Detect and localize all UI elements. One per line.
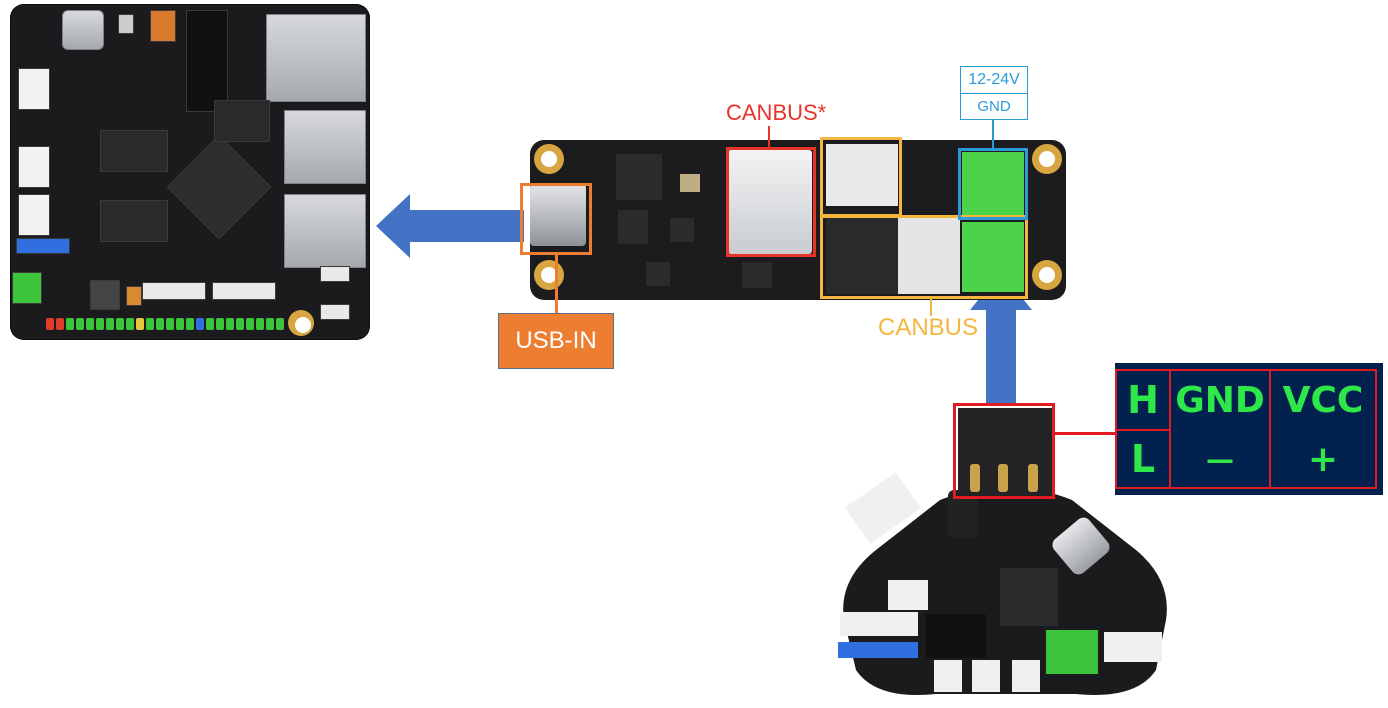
gpio-pin-row	[46, 318, 286, 330]
controller-chip	[616, 154, 662, 200]
canbus-leader-line	[930, 296, 932, 316]
green-terminal	[12, 272, 42, 304]
orange-cap	[126, 286, 142, 306]
usb-in-highlight	[520, 183, 592, 255]
mount-hole-tl	[534, 144, 564, 174]
small-chip-3	[742, 262, 772, 288]
power-terminal-highlight	[958, 148, 1028, 220]
pinout-leader-line	[1055, 432, 1117, 435]
toolhead-green-terminal	[1046, 630, 1098, 674]
usb-in-label-box: USB-IN	[498, 313, 614, 369]
usb-a-port	[728, 150, 812, 254]
pinout-minus: —	[1206, 442, 1234, 476]
toolhead-connector-5	[972, 660, 1000, 692]
power-gnd-label: GND	[977, 98, 1011, 115]
white-header-4	[320, 304, 350, 320]
regulator-chip	[618, 210, 648, 244]
adapter-board-image	[530, 140, 1066, 300]
power-voltage-label: 12-24V	[961, 67, 1027, 94]
toolhead-connector-4	[934, 660, 962, 692]
power-label-box: 12-24V GND	[960, 66, 1028, 120]
arrow-up	[970, 272, 1032, 406]
usb-c-input-port	[530, 184, 586, 246]
canbus-label: CANBUS	[878, 314, 979, 341]
usb-c-port	[62, 10, 104, 50]
can-pin-1	[970, 464, 980, 492]
toolhead-chip	[1000, 568, 1058, 626]
ram-chip-3	[214, 100, 270, 142]
ethernet-port	[266, 14, 366, 102]
usb-port-2	[284, 194, 366, 268]
mount-hole-bl	[534, 260, 564, 290]
m2-slot	[186, 10, 228, 112]
toolhead-connector-3	[840, 612, 918, 636]
can-pin-2	[998, 464, 1008, 492]
small-chip-2	[646, 262, 670, 286]
toolhead-board-image	[836, 472, 1176, 700]
power-terminal	[962, 152, 1024, 216]
ram-chip-2	[100, 200, 168, 242]
toolhead-connector-2	[888, 580, 928, 610]
toolhead-can-highlight	[953, 403, 1055, 499]
usb-port-1	[284, 110, 366, 184]
arrow-left	[376, 194, 524, 258]
toolhead-blue-header	[838, 642, 918, 658]
usb-in-leader-line	[555, 255, 558, 313]
toolhead-header-black	[926, 614, 986, 658]
can-terminal	[962, 222, 1024, 292]
orange-connector	[150, 10, 176, 42]
pinout-plus: +	[1307, 438, 1339, 480]
mount-hole-host	[288, 310, 314, 336]
canbus-star-label: CANBUS*	[726, 100, 827, 125]
canbus-star-highlight	[726, 147, 816, 257]
pinout-table: H L GND — VCC +	[1115, 363, 1383, 495]
pinout-gnd: GND	[1175, 379, 1265, 421]
inductor	[90, 280, 120, 310]
blue-header	[16, 238, 70, 254]
can-connector-top	[826, 144, 898, 206]
can-connector-bottom	[826, 216, 898, 294]
mount-hole-br	[1032, 260, 1062, 290]
toolhead-connector-6	[1012, 660, 1040, 692]
toolhead-connector-7	[1104, 632, 1162, 662]
canbus-star-leader-line	[768, 126, 770, 148]
toolhead-can-connector	[958, 408, 1054, 496]
power-leader-line	[992, 120, 994, 148]
mount-hole-tr	[1032, 144, 1062, 174]
usb-in-label: USB-IN	[515, 327, 597, 354]
white-header-3	[320, 266, 350, 282]
pinout-h: H	[1127, 378, 1159, 422]
rj11-port	[898, 216, 960, 294]
can-pin-3	[1028, 464, 1038, 492]
white-header-2	[212, 282, 276, 300]
host-board-image	[10, 4, 370, 340]
small-chip-1	[670, 218, 694, 242]
crystal	[680, 174, 700, 192]
canbus-highlight-bottom	[820, 215, 1028, 299]
pinout-vcc: VCC	[1282, 379, 1364, 421]
connector-1	[18, 68, 50, 110]
connector-2	[18, 146, 50, 188]
connector-3	[18, 194, 50, 236]
button	[118, 14, 134, 34]
pinout-l: L	[1130, 437, 1156, 481]
soc-chip	[166, 134, 272, 240]
white-header-1	[142, 282, 206, 300]
canbus-highlight-top	[820, 137, 902, 217]
ram-chip-1	[100, 130, 168, 172]
